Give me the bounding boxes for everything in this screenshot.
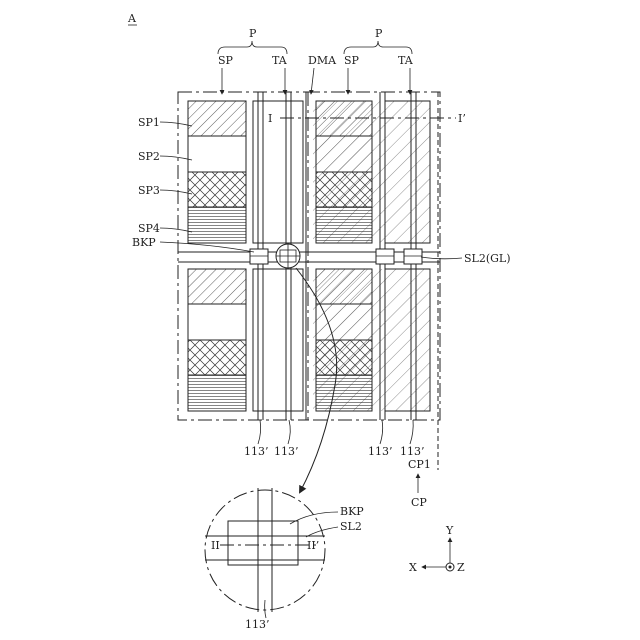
label-ta-left: TA	[272, 54, 288, 67]
leader-113-4	[410, 420, 413, 444]
label-113-4: 113’	[400, 445, 425, 458]
leader-113-2	[288, 420, 290, 444]
label-113-3: 113’	[368, 445, 393, 458]
leader-detail-113	[265, 600, 266, 618]
label-p-right: P	[375, 27, 383, 40]
label-detail-113: 113’	[245, 618, 270, 631]
axis-z-dot	[449, 566, 452, 569]
label-sp-right: SP	[344, 54, 360, 67]
right-pixel-bracket	[344, 41, 412, 54]
label-axis-z: Z	[457, 561, 465, 574]
arrow-dma	[311, 68, 314, 94]
label-bkp: BKP	[132, 236, 156, 249]
label-dma: DMA	[308, 54, 337, 67]
label-detail-ii: II	[211, 539, 220, 552]
label-113-2: 113’	[274, 445, 299, 458]
label-detail-ii-prime: II’	[307, 539, 319, 552]
label-sp4: SP4	[138, 222, 160, 235]
label-113-1: 113’	[244, 445, 269, 458]
left-top-subpixels	[188, 101, 246, 243]
left-bottom-transmissive-area	[253, 269, 303, 411]
figure-label: A	[127, 12, 137, 25]
label-sp3: SP3	[138, 184, 160, 197]
detail-bkp-box	[228, 521, 298, 565]
label-cp1: CP1	[408, 458, 431, 471]
left-top-transmissive-area	[253, 101, 303, 243]
leader-sp2	[160, 156, 192, 160]
right-bottom-ta-region	[385, 269, 430, 411]
label-p-left: P	[249, 27, 257, 40]
label-axis-y: Y	[445, 524, 454, 537]
label-sp-left: SP	[218, 54, 234, 67]
label-sp2: SP2	[138, 150, 160, 163]
label-sp1: SP1	[138, 116, 160, 129]
label-cp: CP	[411, 496, 427, 509]
leader-113-1	[258, 420, 261, 444]
label-detail-bkp: BKP	[340, 505, 364, 518]
label-section-i: I	[268, 112, 272, 125]
left-pixel-bracket	[218, 41, 287, 54]
leader-113-3	[380, 420, 383, 444]
right-top-ta-region	[385, 101, 430, 243]
right-bottom-subpixels	[316, 269, 372, 411]
label-detail-sl2: SL2	[340, 520, 362, 533]
leader-sp3	[160, 190, 192, 194]
label-sl2-gl: SL2(GL)	[464, 252, 511, 265]
leader-sl2-gl	[421, 257, 462, 259]
leader-sp1	[160, 122, 192, 126]
right-top-subpixels	[316, 101, 372, 243]
leader-sp4	[160, 228, 192, 232]
label-ta-right: TA	[398, 54, 414, 67]
label-section-i-prime: I’	[458, 112, 466, 125]
left-bottom-subpixels	[188, 269, 246, 411]
axis-indicator	[422, 538, 454, 571]
label-axis-x: X	[409, 561, 417, 574]
